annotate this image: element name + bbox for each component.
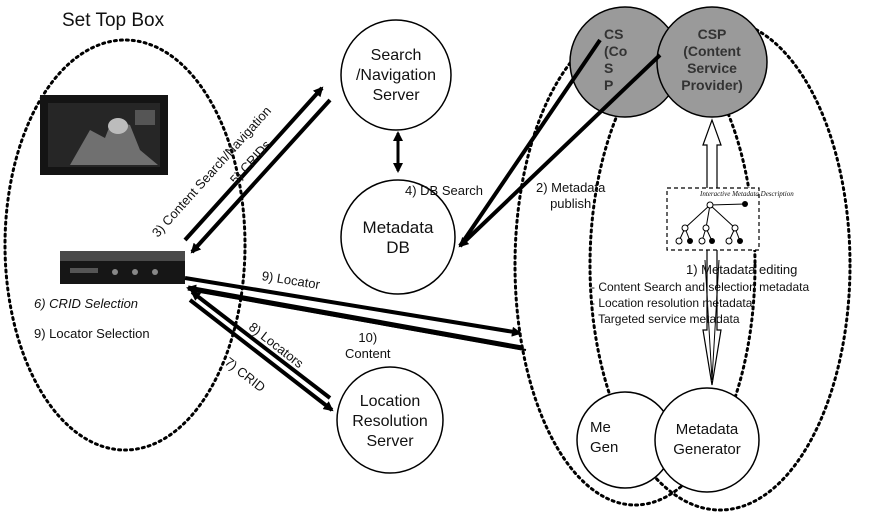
metadata-item: - Location resolution metadata	[591, 296, 753, 310]
label-interactive-description: Interactive Metadata Description	[700, 190, 794, 198]
search-server-line1: Search	[370, 47, 422, 64]
set-top-box-device	[60, 251, 185, 284]
label-crid-selection: 6) CRID Selection	[34, 296, 139, 311]
gen-back-line1: Me	[590, 419, 611, 436]
gen-back-line2: Gen	[590, 439, 619, 456]
metadata-db-line1: Metadata	[362, 218, 434, 237]
csp-front-label: CSP (Content Service Provider)	[668, 26, 756, 94]
label-metadata-publish-line2: publish	[550, 196, 592, 211]
csp-back-line4: P	[604, 77, 614, 93]
csp-back-line2: (Co	[604, 43, 628, 59]
metadata-item: - Content Search and selection metadata	[591, 280, 810, 294]
csp-node-front	[656, 6, 768, 118]
csp-back-label: CS (Co S P	[604, 26, 648, 94]
arrow-locators	[190, 290, 332, 400]
metadata-tree-nodes	[675, 201, 748, 245]
metadata-generator-back-label: Me Gen	[590, 418, 630, 458]
csp-back-line3: S	[604, 60, 614, 76]
metadata-items-list: - Content Search and selection metadata …	[591, 279, 809, 327]
metadata-item: - Targeted service metadata	[591, 312, 740, 326]
label-db-search: 4) DB Search	[405, 183, 484, 198]
label-metadata-editing: 1) Metadata editing	[686, 262, 798, 277]
set-top-box-boundary	[3, 38, 247, 452]
csp-front-line2: (Content	[683, 43, 741, 59]
location-resolution-server-label: Location Resolution Server	[337, 392, 443, 452]
search-navigation-server-label: Search /Navigation Server	[341, 46, 451, 106]
metadata-db-node	[340, 179, 456, 295]
metadata-editing-arrow	[702, 118, 722, 386]
arrow-content	[186, 284, 523, 351]
label-locator-selection: 9) Locator Selection	[34, 326, 150, 341]
metadata-generator-node-front	[654, 387, 760, 493]
arrow-locator	[184, 276, 522, 337]
csp-publish-line-2	[458, 53, 662, 248]
loc-server-line3: Server	[366, 433, 414, 450]
arrow-crids	[190, 98, 332, 254]
csp-publish-line-1	[458, 38, 602, 248]
tv-screen-image	[40, 95, 168, 175]
gen-front-line2: Generator	[673, 441, 741, 458]
gen-front-line1: Metadata	[675, 421, 739, 438]
search-server-line3: Server	[372, 87, 420, 104]
label-content: 10) Content	[345, 330, 391, 362]
set-top-box-title: Set Top Box	[62, 10, 165, 31]
metadata-db-line2: DB	[386, 238, 410, 257]
search-navigation-server-node	[340, 19, 452, 131]
loc-server-line2: Resolution	[352, 413, 428, 430]
arrow-content-search	[183, 86, 324, 242]
metadata-generator-front-label: Metadata Generator	[659, 420, 755, 460]
label-metadata-publish: 2) Metadata publish	[536, 180, 605, 212]
location-resolution-server-node	[336, 366, 444, 474]
arrow-crid	[188, 298, 334, 412]
label-content-line2: Content	[345, 346, 391, 361]
metadata-db-label: Metadata DB	[343, 218, 453, 258]
label-content-line1: 10)	[358, 330, 378, 345]
loc-server-line1: Location	[359, 393, 421, 410]
search-server-line2: /Navigation	[355, 67, 437, 84]
label-metadata-publish-line1: 2) Metadata	[536, 180, 606, 195]
csp-front-line4: Provider)	[681, 77, 743, 93]
csp-front-line1: CSP	[697, 26, 727, 42]
csp-front-line3: Service	[687, 60, 737, 76]
provider-boundary-front	[588, 18, 852, 512]
csp-back-line1: CS	[604, 26, 624, 42]
